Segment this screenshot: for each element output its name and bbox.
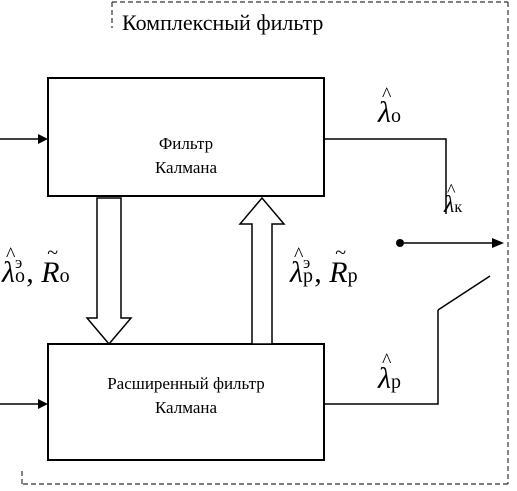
lambda-k-label: ^ λк: [444, 180, 463, 219]
lambda-r-symbol: λ: [378, 362, 391, 395]
kalman-filter-label: Фильтр Калмана: [48, 132, 324, 180]
r-o-sub: о: [59, 265, 70, 287]
hollow-arrow-up: [238, 196, 286, 345]
r-o-tilde: ~: [47, 242, 59, 264]
lambda-k-sub: к: [454, 199, 463, 216]
lambda-o-sub: о: [391, 105, 401, 127]
lambda-oe-symbol: λ: [2, 256, 15, 289]
lambda-k-symbol: λ: [444, 192, 455, 218]
r-r-tilde: ~: [335, 242, 347, 264]
lambda-o-e-r-o-label: ^ λоэ, ~Rо: [2, 242, 70, 290]
hollow-arrow-down: [85, 197, 133, 346]
lambda-r-label: ^ λр: [378, 350, 401, 396]
complex-filter-title: Комплексный фильтр: [122, 10, 324, 35]
lambda-r-e-r-r-label: ^ λрэ, ~Rр: [290, 242, 358, 290]
r-o-group: ~Rо: [41, 242, 70, 289]
input-arrow-bottom: [0, 399, 48, 409]
extended-kalman-line1: Расширенный фильтр: [107, 374, 265, 393]
lambda-k-hat: ^: [447, 180, 456, 200]
r-r-symbol: R: [329, 256, 348, 289]
kalman-filter-line1: Фильтр: [158, 134, 214, 153]
lambda-re-sup: э: [303, 253, 311, 272]
lambda-re-symbol: λ: [290, 256, 303, 289]
input-arrow-top: [0, 134, 48, 144]
r-r-sub: р: [347, 265, 358, 287]
r-r-group: ~Rр: [329, 242, 358, 289]
kalman-filter-block: [47, 77, 325, 197]
comma-2: ,: [314, 256, 322, 289]
extended-kalman-filter-block: [47, 343, 325, 461]
extended-kalman-line2: Калмана: [154, 398, 218, 417]
comma-1: ,: [26, 256, 34, 289]
complex-filter-boundary: [21, 1, 509, 485]
lambda-oe-hat: ^: [6, 244, 16, 266]
lambda-oe-sup: э: [15, 253, 23, 272]
lambda-o-hat: ^: [382, 84, 392, 106]
lambda-r-sub: р: [391, 371, 401, 393]
r-o-symbol: R: [41, 256, 60, 289]
switch: [396, 238, 504, 311]
lambda-re-sub: р: [303, 265, 313, 287]
lambda-re-hat: ^: [294, 244, 304, 266]
output-line-top: [324, 138, 447, 214]
lambda-r-hat: ^: [382, 350, 392, 372]
lambda-oe-sub: о: [15, 265, 25, 287]
extended-kalman-filter-label: Расширенный фильтр Калмана: [48, 372, 324, 420]
lambda-o-symbol: λ: [378, 96, 391, 129]
lambda-o-label: ^ λо: [378, 84, 401, 130]
kalman-filter-line2: Калмана: [154, 158, 218, 177]
output-line-bottom: [324, 310, 439, 405]
